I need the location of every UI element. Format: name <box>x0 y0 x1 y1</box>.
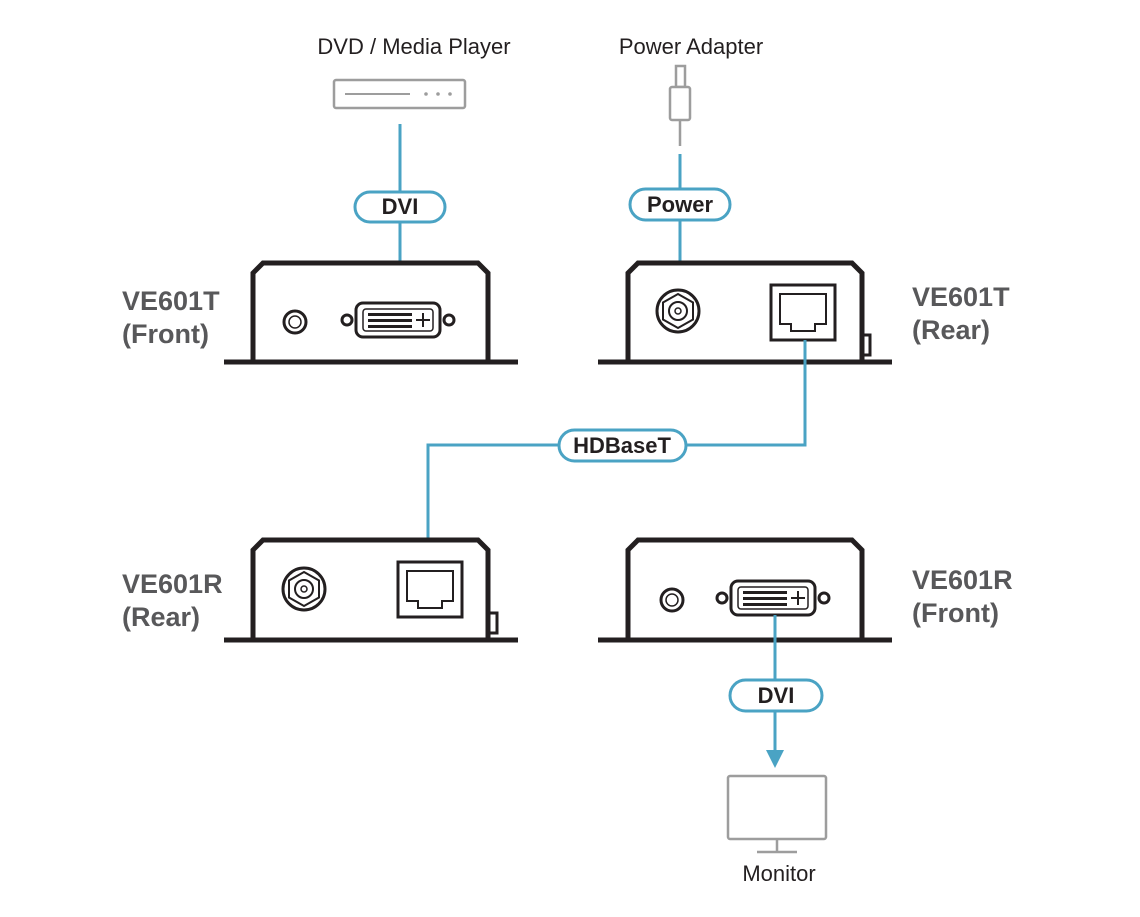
power-adapter-label: Power Adapter <box>619 34 763 59</box>
svg-text:DVI: DVI <box>758 683 795 708</box>
ve601t-front-device <box>224 260 518 365</box>
ve601t-rear-label: VE601T(Rear) <box>912 282 1010 345</box>
dvi-output-cable-label: DVI <box>728 678 824 713</box>
ve601t-rear-device <box>598 260 892 365</box>
dvi-input-cable-label: DVI <box>353 190 447 224</box>
dvd-player-icon <box>332 78 467 110</box>
power-jack-icon <box>282 309 308 335</box>
ve601r-front-device <box>598 537 892 643</box>
svg-text:DVI: DVI <box>382 194 419 219</box>
hdbaset-cable-label: HDBaseT <box>557 428 688 463</box>
svg-text:HDBaseT: HDBaseT <box>573 433 671 458</box>
ve601r-front-label: VE601R(Front) <box>912 565 1013 628</box>
ve601r-rear-device <box>224 537 518 643</box>
ve601t-front-label: VE601T(Front) <box>122 286 220 349</box>
power-jack-icon <box>659 587 685 613</box>
source-label: DVD / Media Player <box>317 34 510 59</box>
monitor-icon <box>726 774 828 854</box>
power-plug-icon <box>668 64 692 146</box>
monitor-label: Monitor <box>742 861 815 886</box>
ve601r-rear-label: VE601R(Rear) <box>122 569 223 632</box>
power-cable-label: Power <box>628 187 732 222</box>
svg-text:Power: Power <box>647 192 713 217</box>
